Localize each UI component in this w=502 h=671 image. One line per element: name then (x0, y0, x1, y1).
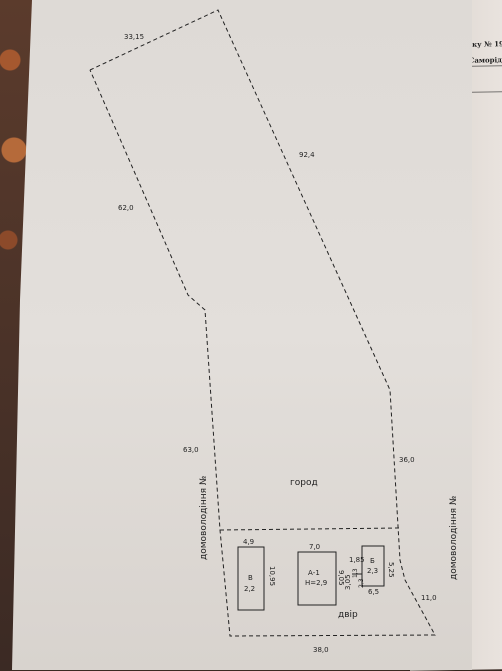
dim-bottom: 38,0 (313, 646, 329, 654)
building-v (237, 546, 265, 611)
dim-left-lower: 63,0 (183, 446, 199, 454)
building-v-name: В (248, 574, 253, 582)
dim-right-lower: 36,0 (399, 456, 415, 464)
building-b-value: 2,3 (367, 567, 378, 575)
building-b-inner3: 2,3 (358, 578, 365, 588)
dim-bottom-right: 11,0 (421, 594, 437, 602)
dim-left-upper: 62,0 (118, 204, 134, 212)
building-b-side: 5,25 (387, 562, 395, 578)
dim-top: 33,15 (124, 33, 144, 41)
building-a1-side: 9,05 (337, 570, 345, 586)
building-b-bottom: 6,5 (368, 588, 379, 596)
building-a1-value: Н=2,9 (305, 579, 327, 587)
building-a1-top: 7,0 (309, 543, 320, 551)
label-neighbor-left: домоволодіння № (199, 476, 209, 560)
building-b-name: Б (370, 557, 375, 565)
building-v-side: 10,95 (268, 566, 276, 586)
building-b-top: 1,85 (349, 556, 365, 564)
label-garden: город (290, 478, 318, 488)
building-v-top: 4,9 (243, 538, 254, 546)
building-b-inner2: 1,3 (352, 568, 359, 578)
building-a1-name: А-1 (308, 569, 320, 577)
building-v-value: 2,2 (244, 585, 255, 593)
building-b (361, 545, 385, 587)
plan-boundary (89, 9, 436, 637)
label-neighbor-right: домоволодіння № (449, 496, 459, 580)
label-yard: двір (338, 610, 358, 620)
building-b-inner1: 3,05 (344, 574, 352, 590)
plan-sheet (12, 0, 472, 670)
dim-right-upper: 92,4 (299, 151, 315, 159)
building-a1 (297, 551, 337, 606)
yard-divider (219, 527, 401, 531)
